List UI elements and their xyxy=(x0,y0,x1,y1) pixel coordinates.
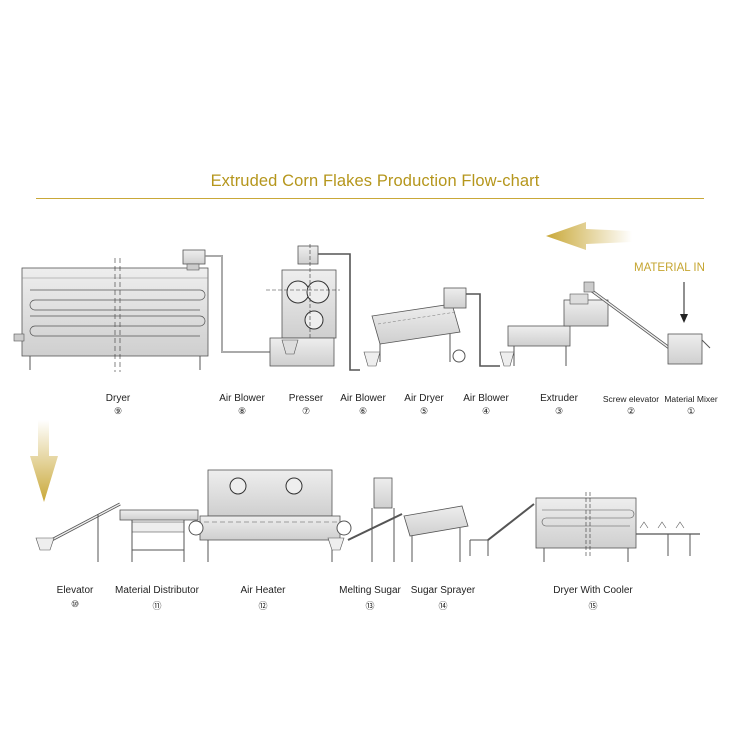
dryer-with-cooler-machine xyxy=(535,492,700,562)
label-presser: Presser xyxy=(288,393,324,404)
material-mixer-machine xyxy=(667,333,711,365)
label-material-mixer: Material Mixer xyxy=(664,394,718,404)
label-air-blower-6: Air Blower xyxy=(340,393,386,404)
flow-arrow-left-icon xyxy=(546,222,632,250)
elevator-machine xyxy=(35,502,121,562)
number-12: ⑫ xyxy=(258,601,268,611)
page-title: Extruded Corn Flakes Production Flow-cha… xyxy=(210,172,540,190)
number-15: ⑮ xyxy=(588,601,598,611)
air-heater-machine xyxy=(188,469,352,562)
extruder-machine xyxy=(499,293,609,367)
number-3: ③ xyxy=(554,406,564,416)
number-10: ⑩ xyxy=(70,599,80,609)
title-underline xyxy=(36,198,704,199)
label-air-heater: Air Heater xyxy=(240,585,286,596)
air-dryer-machine xyxy=(363,287,500,367)
label-screw-elevator: Screw elevator xyxy=(602,394,660,404)
number-8: ⑧ xyxy=(237,406,247,416)
label-melting-sugar: Melting Sugar xyxy=(339,585,401,596)
material-in-arrow-icon xyxy=(680,282,688,323)
material-in-label: MATERIAL IN xyxy=(634,262,705,274)
label-air-dryer: Air Dryer xyxy=(404,393,444,404)
number-14: ⑭ xyxy=(438,601,448,611)
number-11: ⑪ xyxy=(152,601,162,611)
presser-machine xyxy=(266,244,360,371)
number-9: ⑨ xyxy=(113,406,123,416)
label-extruder: Extruder xyxy=(540,393,578,404)
number-5: ⑤ xyxy=(419,406,429,416)
label-dryer: Dryer xyxy=(105,393,131,404)
number-2: ② xyxy=(626,406,636,416)
label-elevator: Elevator xyxy=(56,585,94,596)
label-sugar-sprayer: Sugar Sprayer xyxy=(410,585,476,596)
label-material-distributor: Material Distributor xyxy=(115,585,199,596)
sugar-sprayer-machine xyxy=(403,503,535,562)
dryer-machine xyxy=(13,258,209,372)
number-6: ⑥ xyxy=(358,406,368,416)
air-blower-machine xyxy=(182,249,272,353)
number-13: ⑬ xyxy=(365,601,375,611)
flow-arrow-down-icon xyxy=(30,420,58,502)
number-1: ① xyxy=(686,406,696,416)
number-4: ④ xyxy=(481,406,491,416)
number-7: ⑦ xyxy=(301,406,311,416)
label-air-blower-8: Air Blower xyxy=(219,393,265,404)
screw-elevator-machine xyxy=(583,281,673,352)
label-air-blower-4: Air Blower xyxy=(463,393,509,404)
melting-sugar-machine xyxy=(327,477,403,562)
material-distributor-machine xyxy=(119,509,199,562)
label-dryer-with-cooler: Dryer With Cooler xyxy=(553,585,633,596)
